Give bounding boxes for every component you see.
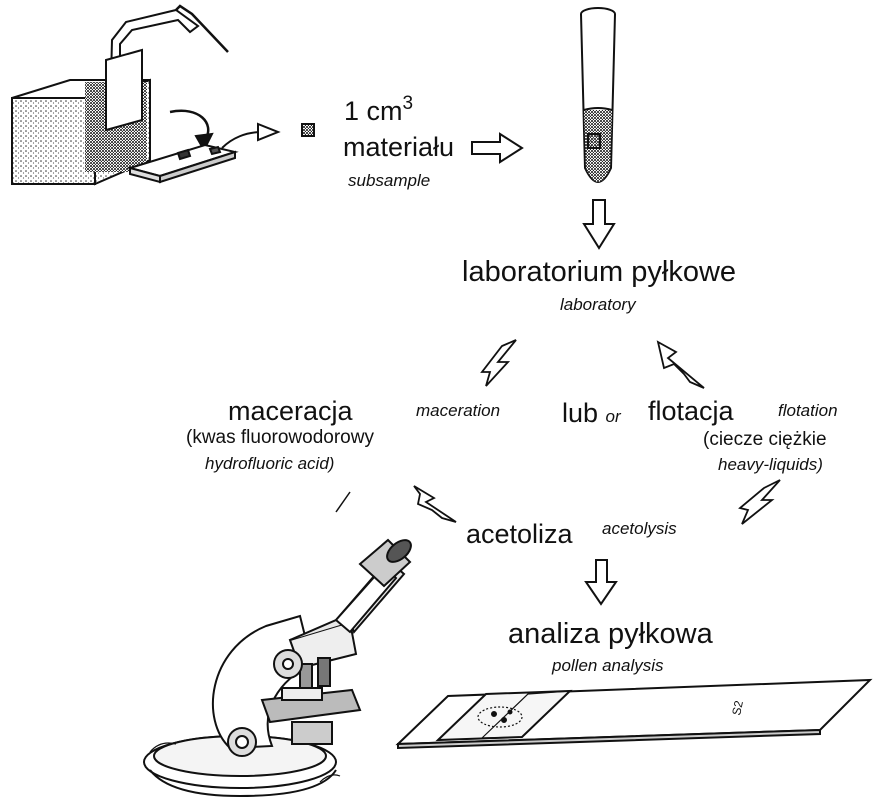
lightning-arrow-icon [740,480,780,524]
lightning-arrow-icon [658,342,704,388]
laboratory-en-label: laboratory [560,296,636,313]
lightning-arrow-icon [414,486,456,522]
sediment-block-cutter-icon [12,6,314,184]
or-label: lub or [562,400,621,427]
maceration-en-label: maceration [416,402,500,419]
maceration-label: maceracja [228,398,353,425]
maceration-detail-en: hydrofluoric acid) [205,455,334,472]
pollen-analysis-label: analiza pyłkowa [508,620,713,649]
test-tube-icon [581,8,615,182]
flotation-en-label: flotation [778,402,838,419]
maceration-detail: (kwas fluorowodorowy [186,428,374,447]
hollow-arrow-icon [586,560,616,604]
pollen-analysis-en-label: pollen analysis [552,657,664,674]
acetolysis-label: acetoliza [466,521,573,548]
laboratory-label: laboratorium pyłkowe [462,258,736,287]
microscope-icon [144,536,415,796]
material-label: materiału [343,134,454,161]
flotation-detail-en: heavy-liquids) [718,456,823,473]
connector-stroke [336,492,350,512]
hollow-arrow-icon [472,134,522,162]
flotation-label: flotacja [648,398,734,425]
material-en-label: subsample [348,172,430,189]
volume-label: 1 cm3 [344,98,413,125]
lightning-arrow-icon [482,340,516,386]
microscope-slide-icon [398,680,870,748]
flotation-detail: (ciecze ciężkie [703,430,827,449]
acetolysis-en-label: acetolysis [602,520,677,537]
hollow-arrow-icon [584,200,614,248]
